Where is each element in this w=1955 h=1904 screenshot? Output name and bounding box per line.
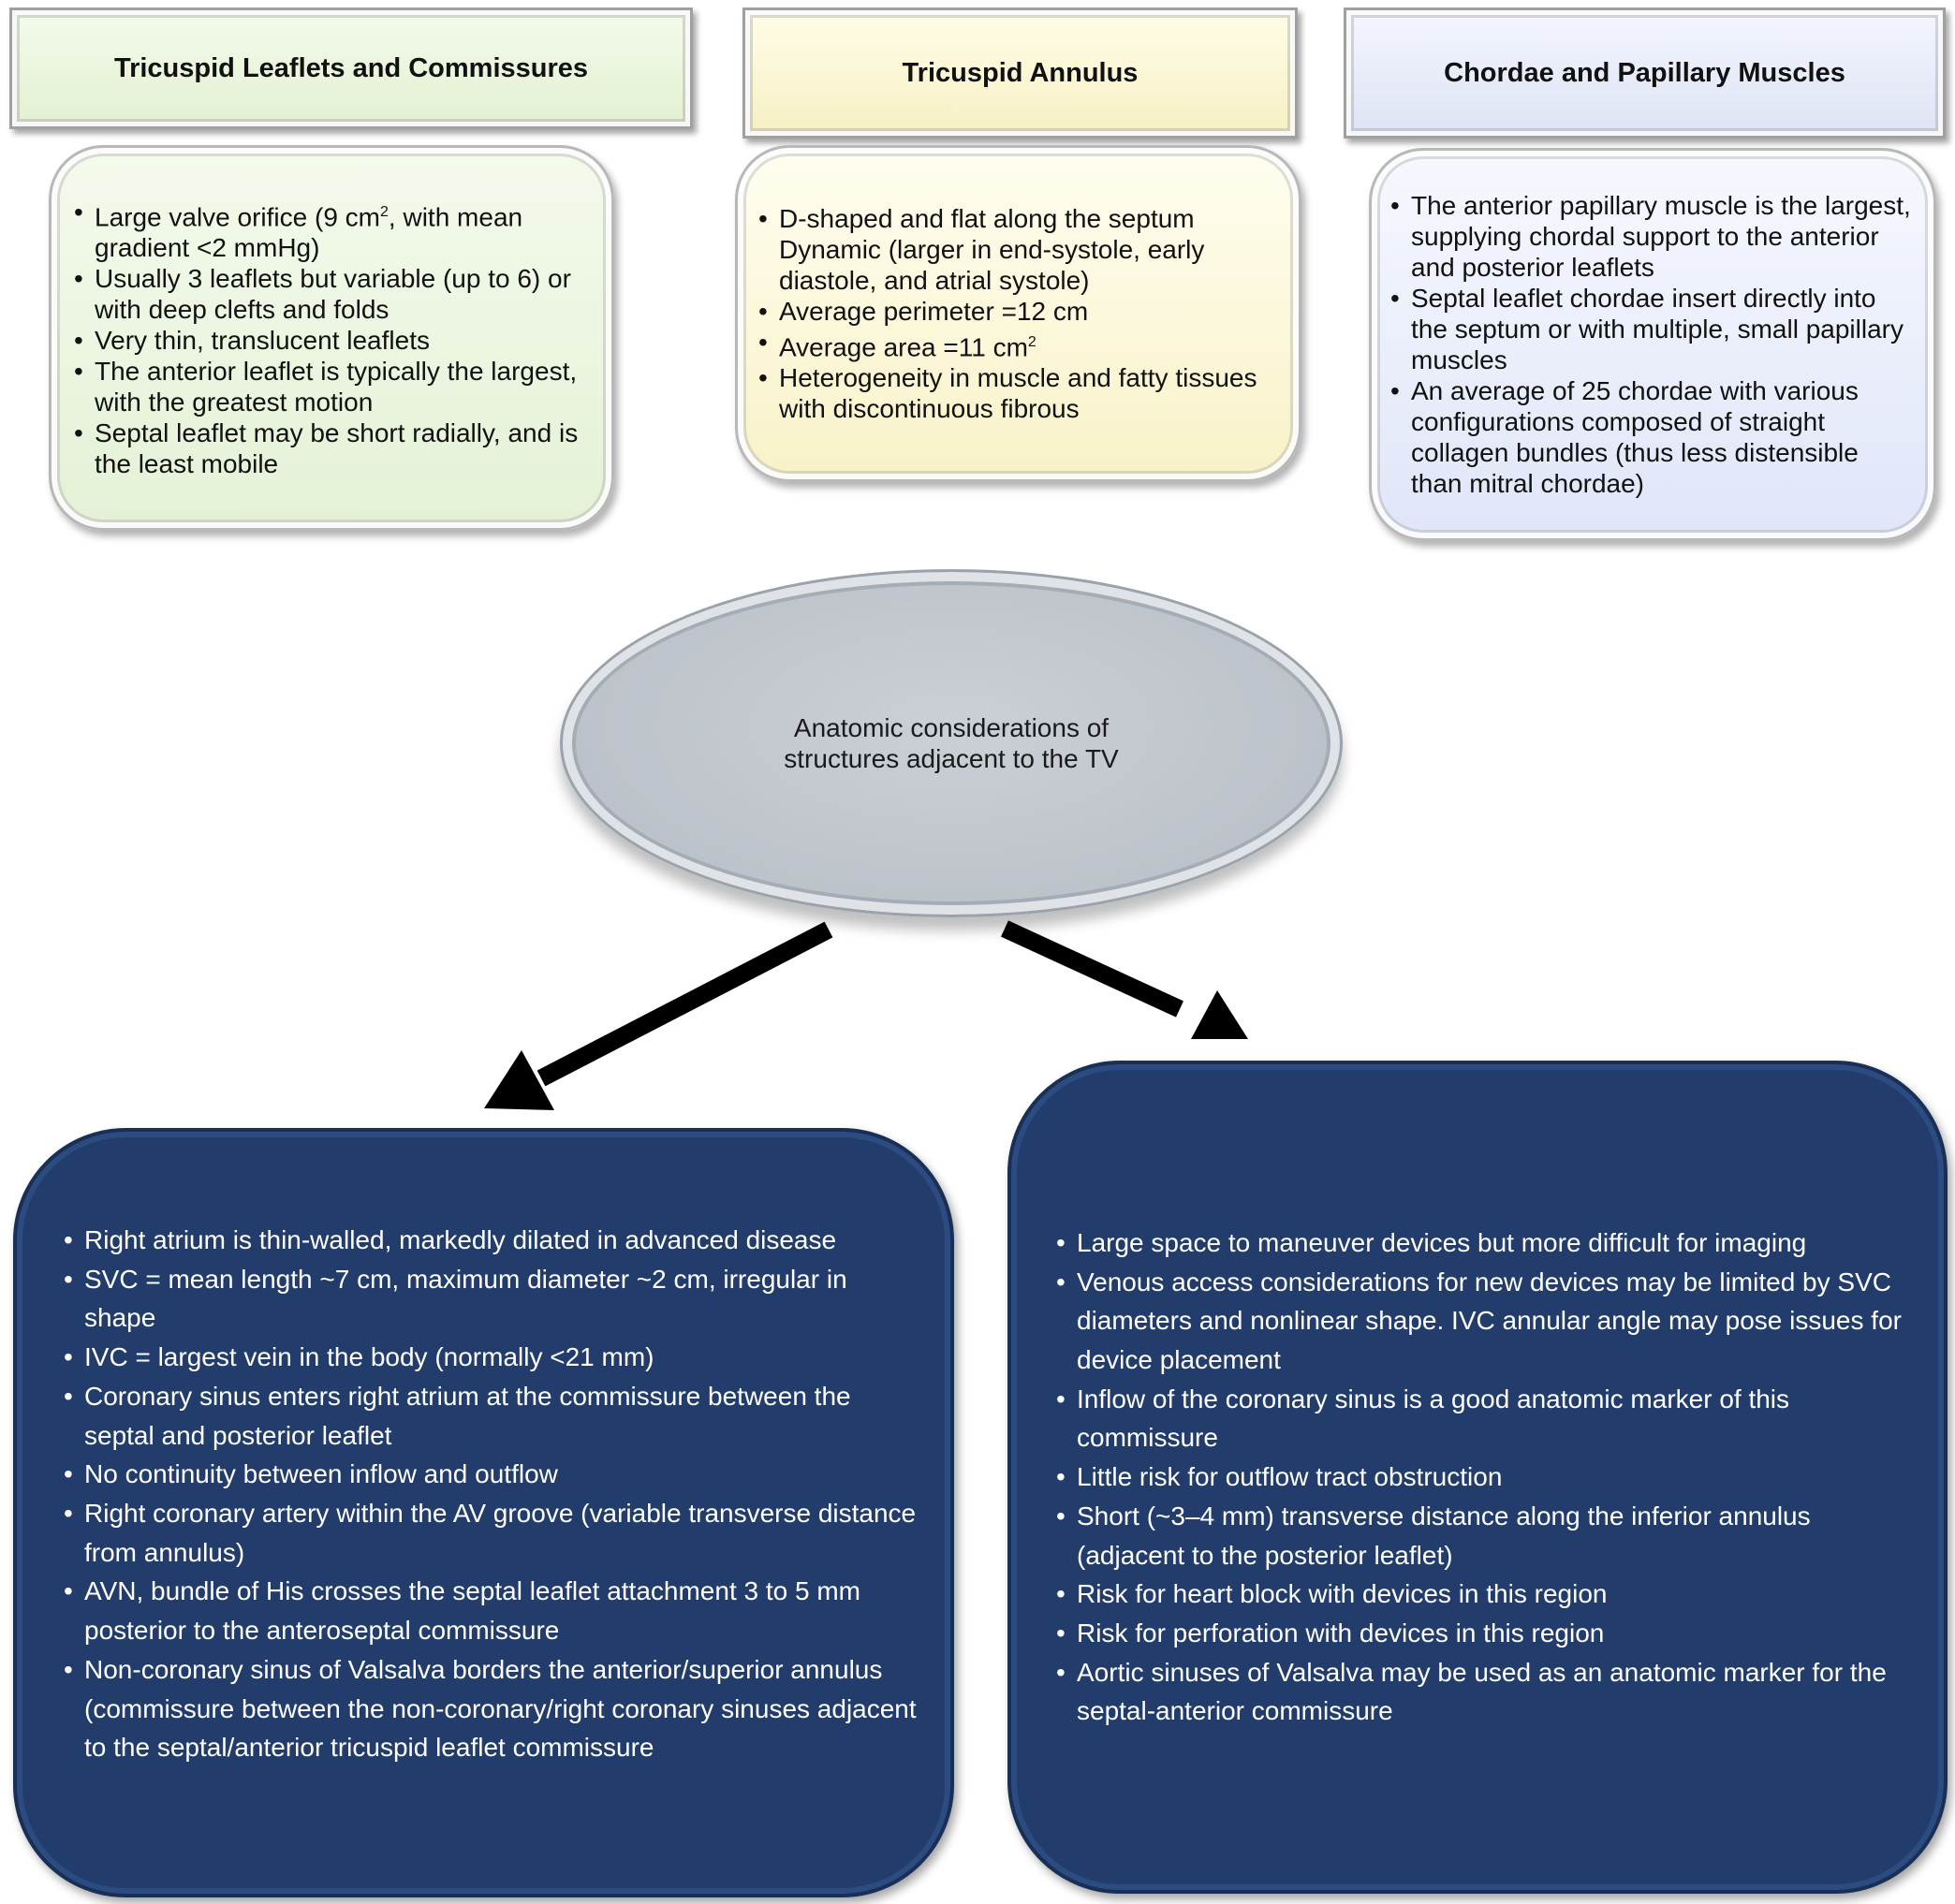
annulus-bullet-text: Average perimeter =12 cm bbox=[779, 296, 1089, 326]
chordae-bullet: The anterior papillary muscle is the lar… bbox=[1390, 190, 1911, 283]
right-bullet: Inflow of the coronary sinus is a good a… bbox=[1056, 1380, 1916, 1457]
left-bullet: AVN, bundle of His crosses the septal le… bbox=[64, 1572, 922, 1649]
right-bullet-text: Risk for perforation with devices in thi… bbox=[1077, 1618, 1605, 1648]
left-bullet-text: Non-coronary sinus of Valsalva borders t… bbox=[84, 1654, 917, 1763]
annulus-bullet-text: D-shaped and flat along the septum Dynam… bbox=[779, 203, 1205, 295]
right-bullet: Venous access considerations for new dev… bbox=[1056, 1263, 1916, 1380]
chordae-list: The anterior papillary muscle is the lar… bbox=[1390, 190, 1911, 499]
right-bullet-text: Large space to maneuver devices but more… bbox=[1077, 1227, 1807, 1257]
annulus-bullet: Average perimeter =12 cm bbox=[758, 296, 1271, 327]
left-bullet-text: IVC = largest vein in the body (normally… bbox=[84, 1342, 654, 1372]
left-bullet: Non-coronary sinus of Valsalva borders t… bbox=[64, 1650, 922, 1767]
leaflets-box: Large valve orifice (9 cm2, with mean gr… bbox=[49, 145, 614, 531]
header-leaflets-label: Tricuspid Leaflets and Commissures bbox=[113, 52, 589, 83]
left-bullet: Right atrium is thin-walled, markedly di… bbox=[64, 1221, 922, 1260]
arrow-left-head bbox=[484, 1050, 554, 1110]
leaflets-bullet-text: Usually 3 leaflets but variable (up to 6… bbox=[95, 264, 571, 325]
chordae-box: The anterior papillary muscle is the lar… bbox=[1369, 148, 1936, 541]
left-bullet-text: AVN, bundle of His crosses the septal le… bbox=[84, 1576, 860, 1646]
left-bullet-text: Right coronary artery within the AV groo… bbox=[84, 1499, 917, 1567]
annulus-bullet-text: Heterogeneity in muscle and fatty tissue… bbox=[779, 363, 1257, 424]
right-bullet: Aortic sinuses of Valsalva may be used a… bbox=[1056, 1653, 1916, 1731]
right-structures-list: Large space to maneuver devices but more… bbox=[1056, 1223, 1916, 1731]
chordae-bullet: Septal leaflet chordae insert directly i… bbox=[1390, 283, 1911, 375]
leaflets-bullet-text: The anterior leaflet is typically the la… bbox=[95, 357, 578, 417]
right-bullet-text: Risk for heart block with devices in thi… bbox=[1077, 1579, 1608, 1609]
left-structures-box: Right atrium is thin-walled, markedly di… bbox=[13, 1128, 954, 1897]
chordae-bullet: An average of 25 chordae with various co… bbox=[1390, 375, 1911, 499]
left-bullet: IVC = largest vein in the body (normally… bbox=[64, 1338, 922, 1377]
leaflets-bullet-text: Septal leaflet may be short radially, an… bbox=[95, 418, 579, 479]
center-ellipse: Anatomic considerations of structures ad… bbox=[560, 569, 1343, 917]
right-bullet-text: Little risk for outflow tract obstructio… bbox=[1077, 1462, 1503, 1492]
leaflets-bullet: Septal leaflet may be short radially, an… bbox=[74, 417, 583, 479]
left-structures-list: Right atrium is thin-walled, markedly di… bbox=[64, 1221, 922, 1767]
header-annulus: Tricuspid Annulus bbox=[742, 7, 1298, 139]
leaflets-bullet-text-tail: , with mean gradient <2 mmHg) bbox=[95, 202, 523, 263]
annulus-box: D-shaped and flat along the septum Dynam… bbox=[735, 145, 1301, 482]
annulus-bullet-text: Average area =11 cm bbox=[779, 332, 1028, 362]
left-bullet-text: Right atrium is thin-walled, markedly di… bbox=[84, 1225, 837, 1255]
right-bullet-text: Inflow of the coronary sinus is a good a… bbox=[1077, 1384, 1790, 1453]
chordae-bullet-text: Septal leaflet chordae insert directly i… bbox=[1411, 284, 1904, 374]
header-chordae: Chordae and Papillary Muscles bbox=[1344, 7, 1946, 139]
left-bullet-text: No continuity between inflow and outflow bbox=[84, 1459, 558, 1489]
center-label: Anatomic considerations of structures ad… bbox=[784, 713, 1119, 773]
leaflets-bullet-text: Large valve orifice (9 cm bbox=[95, 202, 381, 232]
right-bullet: Short (~3–4 mm) transverse distance alon… bbox=[1056, 1497, 1916, 1574]
left-bullet-text: SVC = mean length ~7 cm, maximum diamete… bbox=[84, 1264, 847, 1333]
left-bullet: No continuity between inflow and outflow bbox=[64, 1455, 922, 1494]
chordae-bullet-text: The anterior papillary muscle is the lar… bbox=[1411, 191, 1911, 282]
right-bullet-text: Aortic sinuses of Valsalva may be used a… bbox=[1077, 1657, 1887, 1726]
left-bullet: Coronary sinus enters right atrium at th… bbox=[64, 1377, 922, 1455]
right-bullet-text: Short (~3–4 mm) transverse distance alon… bbox=[1077, 1501, 1811, 1570]
leaflets-bullet: The anterior leaflet is typically the la… bbox=[74, 356, 583, 417]
right-bullet-text: Venous access considerations for new dev… bbox=[1077, 1267, 1902, 1375]
annulus-bullet-superscript: 2 bbox=[1027, 333, 1036, 350]
left-bullet: SVC = mean length ~7 cm, maximum diamete… bbox=[64, 1260, 922, 1338]
arrow-right-head bbox=[1191, 990, 1248, 1039]
header-annulus-label: Tricuspid Annulus bbox=[902, 57, 1139, 88]
annulus-bullet: D-shaped and flat along the septum Dynam… bbox=[758, 203, 1271, 296]
center-label-wrap: Anatomic considerations of structures ad… bbox=[563, 572, 1340, 915]
header-leaflets: Tricuspid Leaflets and Commissures bbox=[9, 7, 693, 129]
leaflets-bullet: Large valve orifice (9 cm2, with mean gr… bbox=[74, 197, 583, 263]
left-bullet: Right coronary artery within the AV groo… bbox=[64, 1494, 922, 1572]
arrow-left-shaft bbox=[537, 921, 833, 1087]
arrow-right-shaft bbox=[1001, 920, 1183, 1018]
annulus-list: D-shaped and flat along the septum Dynam… bbox=[758, 203, 1271, 424]
right-bullet: Risk for perforation with devices in thi… bbox=[1056, 1614, 1916, 1653]
leaflets-bullet: Usually 3 leaflets but variable (up to 6… bbox=[74, 263, 583, 325]
annulus-bullet: Average area =11 cm2 bbox=[758, 327, 1271, 362]
leaflets-bullet: Very thin, translucent leaflets bbox=[74, 325, 583, 356]
right-bullet: Risk for heart block with devices in thi… bbox=[1056, 1574, 1916, 1614]
right-bullet: Little risk for outflow tract obstructio… bbox=[1056, 1457, 1916, 1497]
annulus-bullet: Heterogeneity in muscle and fatty tissue… bbox=[758, 362, 1271, 424]
chordae-bullet-text: An average of 25 chordae with various co… bbox=[1411, 376, 1859, 498]
leaflets-bullet-text: Very thin, translucent leaflets bbox=[95, 326, 430, 356]
right-structures-box: Large space to maneuver devices but more… bbox=[1007, 1061, 1948, 1894]
left-bullet-text: Coronary sinus enters right atrium at th… bbox=[84, 1381, 851, 1450]
header-chordae-label: Chordae and Papillary Muscles bbox=[1444, 57, 1845, 88]
right-bullet: Large space to maneuver devices but more… bbox=[1056, 1223, 1916, 1263]
leaflets-bullet-superscript: 2 bbox=[380, 203, 389, 220]
leaflets-list: Large valve orifice (9 cm2, with mean gr… bbox=[74, 197, 583, 479]
